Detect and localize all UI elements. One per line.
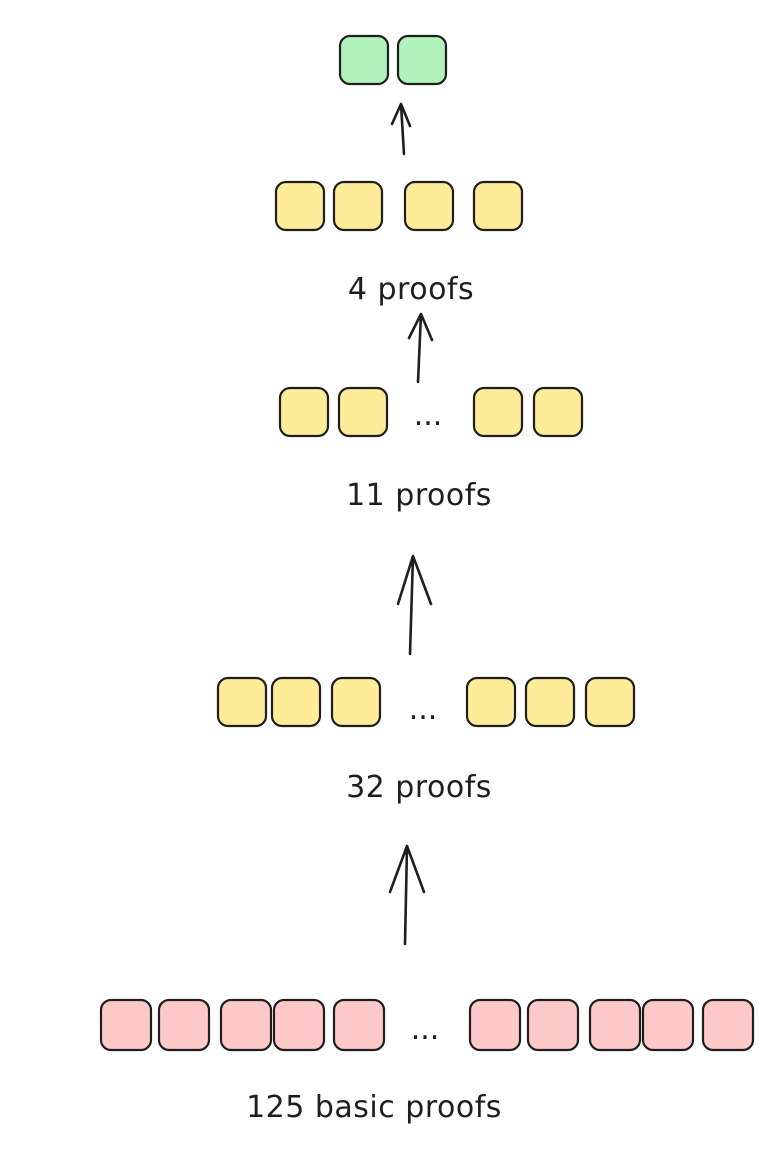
proof-box-level-125-6 xyxy=(468,998,522,1052)
proof-box-level-32-6 xyxy=(584,676,636,728)
label-level-32: 32 proofs xyxy=(346,770,492,805)
ellipsis-level-11: ... xyxy=(413,398,443,433)
label-level-4: 4 proofs xyxy=(347,272,475,307)
proof-box-level-4-3 xyxy=(403,180,455,232)
proof-box-level-4-2 xyxy=(332,180,384,232)
proof-box-level-11-3 xyxy=(472,386,524,438)
arrows xyxy=(388,102,434,946)
arrow-125-to-32 xyxy=(388,844,426,946)
ellipsis-level-125: ... xyxy=(410,1012,440,1047)
proof-boxes xyxy=(99,34,755,1052)
proof-box-level-final-2 xyxy=(396,34,448,86)
proof-box-level-4-4 xyxy=(472,180,524,232)
proof-box-level-125-2 xyxy=(157,998,211,1052)
proof-box-level-125-10 xyxy=(701,998,755,1052)
proof-box-level-4-1 xyxy=(274,180,326,232)
proof-box-level-125-9 xyxy=(641,998,695,1052)
proof-box-level-125-1 xyxy=(99,998,153,1052)
proof-box-level-32-2 xyxy=(270,676,322,728)
proof-box-level-125-3 xyxy=(219,998,273,1052)
arrow-32-to-11 xyxy=(396,554,433,656)
proof-box-level-125-8 xyxy=(588,998,642,1052)
proof-box-level-32-5 xyxy=(524,676,576,728)
proof-box-level-final-1 xyxy=(338,34,390,86)
ellipsis-level-32: ... xyxy=(408,692,438,727)
proof-box-level-125-4 xyxy=(272,998,326,1052)
proof-box-level-32-4 xyxy=(465,676,517,728)
arrow-4-to-final xyxy=(390,102,412,156)
proof-box-level-32-3 xyxy=(330,676,382,728)
proof-box-level-32-1 xyxy=(216,676,268,728)
proof-box-level-125-7 xyxy=(526,998,580,1052)
proof-box-level-11-1 xyxy=(278,386,330,438)
proof-box-level-11-2 xyxy=(337,386,389,438)
proof-box-level-125-5 xyxy=(332,998,386,1052)
label-level-125: 125 basic proofs xyxy=(246,1090,502,1125)
arrow-11-to-4 xyxy=(407,312,434,384)
proof-box-level-11-4 xyxy=(532,386,584,438)
label-level-11: 11 proofs xyxy=(346,478,492,513)
